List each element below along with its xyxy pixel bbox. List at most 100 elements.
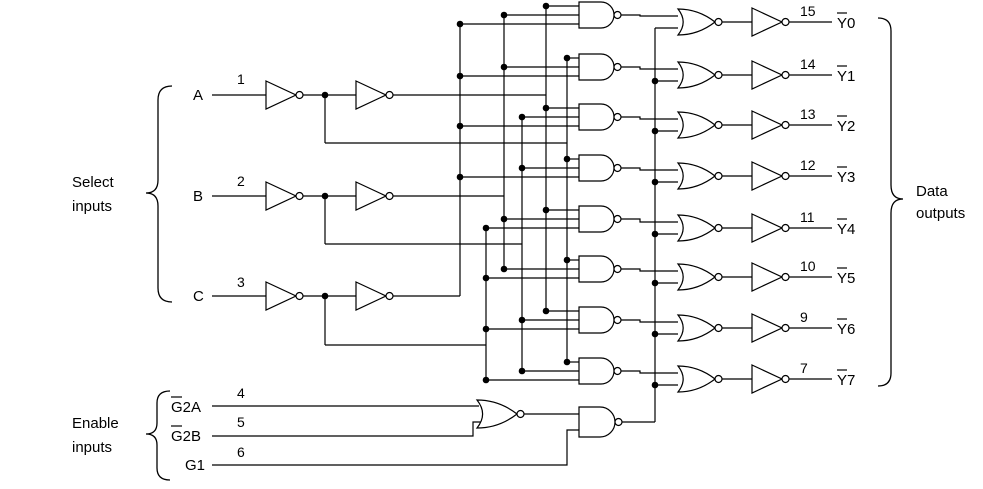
decode-nand-4 <box>578 205 615 233</box>
decode-nand-3 <box>578 154 615 182</box>
junction-dot <box>500 265 508 273</box>
nand-to-or-2 <box>618 116 678 120</box>
junction-dot <box>651 381 659 389</box>
output-pin-0: 15 <box>800 3 816 19</box>
output-inverter-4 <box>751 213 784 243</box>
input-label-b: B <box>193 188 203 205</box>
output-inverter-4-bubble <box>781 223 790 233</box>
output-pin-3: 12 <box>800 157 816 173</box>
enable-nor-gate-bubble <box>516 409 525 419</box>
select-inputs-brace <box>145 85 173 303</box>
decode-nand-6-bubble <box>613 315 622 325</box>
junction-dot <box>321 91 329 99</box>
junction-dot <box>542 2 550 10</box>
output-label-3: Y3 <box>837 169 855 186</box>
junction-dot <box>651 77 659 85</box>
junction-dot <box>518 316 526 324</box>
decode-nand-6 <box>578 306 615 334</box>
output-gate-1-bubble <box>714 70 723 80</box>
decode-nand-5-bubble <box>613 264 622 274</box>
output-label-7: Y7 <box>837 372 855 389</box>
junction-dot <box>542 104 550 112</box>
enable-label-line2: inputs <box>72 439 112 456</box>
output-label-2: Y2 <box>837 118 855 135</box>
output-gate-7 <box>676 365 716 393</box>
pin-3: 3 <box>237 274 245 290</box>
logic-gates <box>265 1 790 438</box>
inverter-a-1-bubble <box>295 90 304 100</box>
output-inverter-7-bubble <box>781 374 790 384</box>
junction-dot <box>563 54 571 62</box>
output-label-5: Y5 <box>837 270 855 287</box>
inverter-b-2 <box>355 181 388 211</box>
junction-dot <box>563 256 571 264</box>
output-label-line2: outputs <box>916 205 965 222</box>
output-inverter-7 <box>751 364 784 394</box>
output-pin-4: 11 <box>800 209 815 225</box>
junction-dot <box>500 11 508 19</box>
output-gate-2-bubble <box>714 120 723 130</box>
pin-6: 6 <box>237 444 245 460</box>
decode-nand-3-bubble <box>613 163 622 173</box>
pin-4: 4 <box>237 385 245 401</box>
junction-dot <box>651 330 659 338</box>
junction-dot <box>482 274 490 282</box>
inverter-b-1-bubble <box>295 191 304 201</box>
inverter-b-2-bubble <box>385 191 394 201</box>
output-inverter-5 <box>751 262 784 292</box>
decode-nand-7-bubble <box>613 366 622 376</box>
inverter-b-1 <box>265 181 298 211</box>
junction-dot <box>456 122 464 130</box>
output-inverter-2 <box>751 110 784 140</box>
decode-nand-5 <box>578 255 615 283</box>
output-gate-0-bubble <box>714 17 723 27</box>
input-label-g2a: G2A <box>171 399 201 416</box>
junction-dot <box>563 358 571 366</box>
nand-to-or-0 <box>618 14 678 17</box>
input-label-g1: G1 <box>185 457 205 474</box>
pin-5: 5 <box>237 414 245 430</box>
junction-dot <box>482 224 490 232</box>
enable-inputs-brace <box>145 390 171 481</box>
decode-nand-0 <box>578 1 615 29</box>
decode-nand-0-bubble <box>613 10 622 20</box>
output-inverter-6 <box>751 313 784 343</box>
junction-dot <box>651 127 659 135</box>
junction-dot <box>321 192 329 200</box>
output-inverter-5-bubble <box>781 272 790 282</box>
junction-dot <box>651 178 659 186</box>
output-gate-1 <box>676 61 716 89</box>
enable-nand-gate <box>578 406 616 438</box>
output-gate-0 <box>676 8 716 36</box>
inverter-c-2 <box>355 281 388 311</box>
junction-dot <box>542 206 550 214</box>
decode-nand-7 <box>578 357 615 385</box>
enable-nor-gate <box>475 399 518 429</box>
output-inverter-1-bubble <box>781 70 790 80</box>
input-label-a: A <box>193 87 203 104</box>
output-label-4: Y4 <box>837 221 855 238</box>
junction-dot <box>456 173 464 181</box>
output-gate-5-bubble <box>714 272 723 282</box>
junction-dot <box>563 155 571 163</box>
pin-1: 1 <box>237 71 245 87</box>
output-pin-1: 14 <box>800 56 816 72</box>
decode-nand-2-bubble <box>613 112 622 122</box>
output-label-0: Y0 <box>837 15 855 32</box>
output-inverter-6-bubble <box>781 323 790 333</box>
output-label-6: Y6 <box>837 321 855 338</box>
junction-dot <box>518 113 526 121</box>
output-inverter-0 <box>751 7 784 37</box>
junction-dots <box>321 2 659 389</box>
junction-dot <box>500 63 508 71</box>
output-pin-2: 13 <box>800 106 816 122</box>
junction-dot <box>651 230 659 238</box>
junction-dot <box>482 325 490 333</box>
output-pin-7: 7 <box>800 360 808 376</box>
output-gate-3-bubble <box>714 171 723 181</box>
input-label-c: C <box>193 288 204 305</box>
select-label-line2: inputs <box>72 198 112 215</box>
data-outputs-brace <box>877 17 904 387</box>
